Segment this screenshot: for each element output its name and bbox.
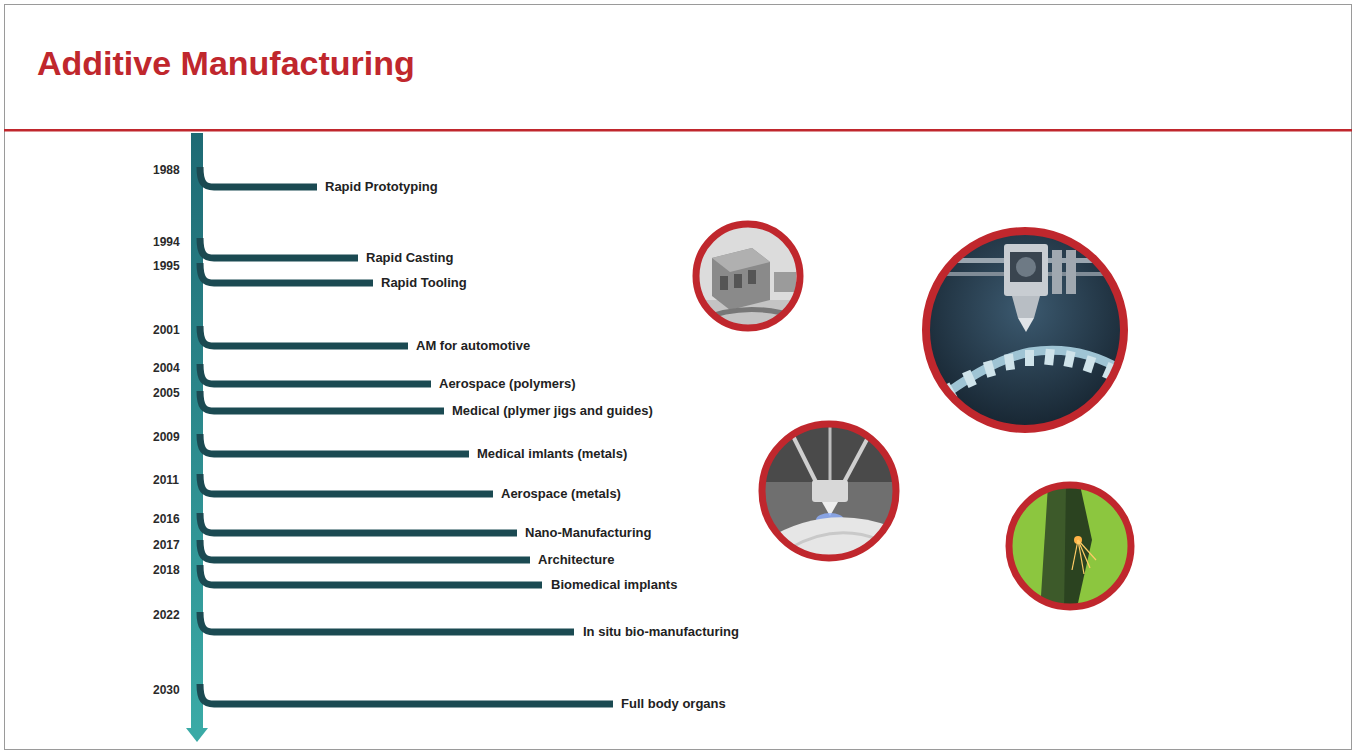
milestone-label: In situ bio-manufacturing [583, 624, 739, 640]
year-label: 2030 [153, 683, 180, 697]
milestone-label: Rapid Prototyping [325, 179, 438, 195]
spine-arrowhead [186, 728, 208, 742]
year-label: 1994 [153, 235, 180, 249]
milestone-label: Full body organs [621, 696, 726, 712]
year-label: 2022 [153, 608, 180, 622]
timeline-spine [191, 133, 203, 729]
milestone-label: AM for automotive [416, 338, 530, 354]
year-label: 2004 [153, 361, 180, 375]
timeline-branches [200, 167, 613, 704]
header-rule [4, 129, 1352, 132]
photo-circle [690, 220, 810, 340]
year-label: 1995 [153, 259, 180, 273]
year-label: 2011 [153, 473, 179, 487]
photo-circle [1005, 482, 1135, 612]
milestone-label: Rapid Tooling [381, 275, 467, 291]
year-label: 2018 [153, 563, 180, 577]
year-label: 2001 [153, 323, 180, 337]
milestone-label: Architecture [538, 552, 615, 568]
milestone-label: Rapid Casting [366, 250, 453, 266]
milestone-label: Aerospace (polymers) [439, 376, 576, 392]
photo-circle [760, 422, 900, 562]
milestone-label: Medical (plymer jigs and guides) [452, 403, 653, 419]
milestone-label: Biomedical implants [551, 577, 677, 593]
year-label: 2017 [153, 538, 180, 552]
milestone-label: Medical imlants (metals) [477, 446, 627, 462]
year-label: 2016 [153, 512, 180, 526]
photo-circle [920, 225, 1130, 435]
year-label: 2005 [153, 386, 180, 400]
milestone-label: Nano-Manufacturing [525, 525, 651, 541]
year-label: 2009 [153, 430, 180, 444]
milestone-label: Aerospace (metals) [501, 486, 621, 502]
year-label: 1988 [153, 163, 180, 177]
slide-title: Additive Manufacturing [37, 44, 415, 83]
